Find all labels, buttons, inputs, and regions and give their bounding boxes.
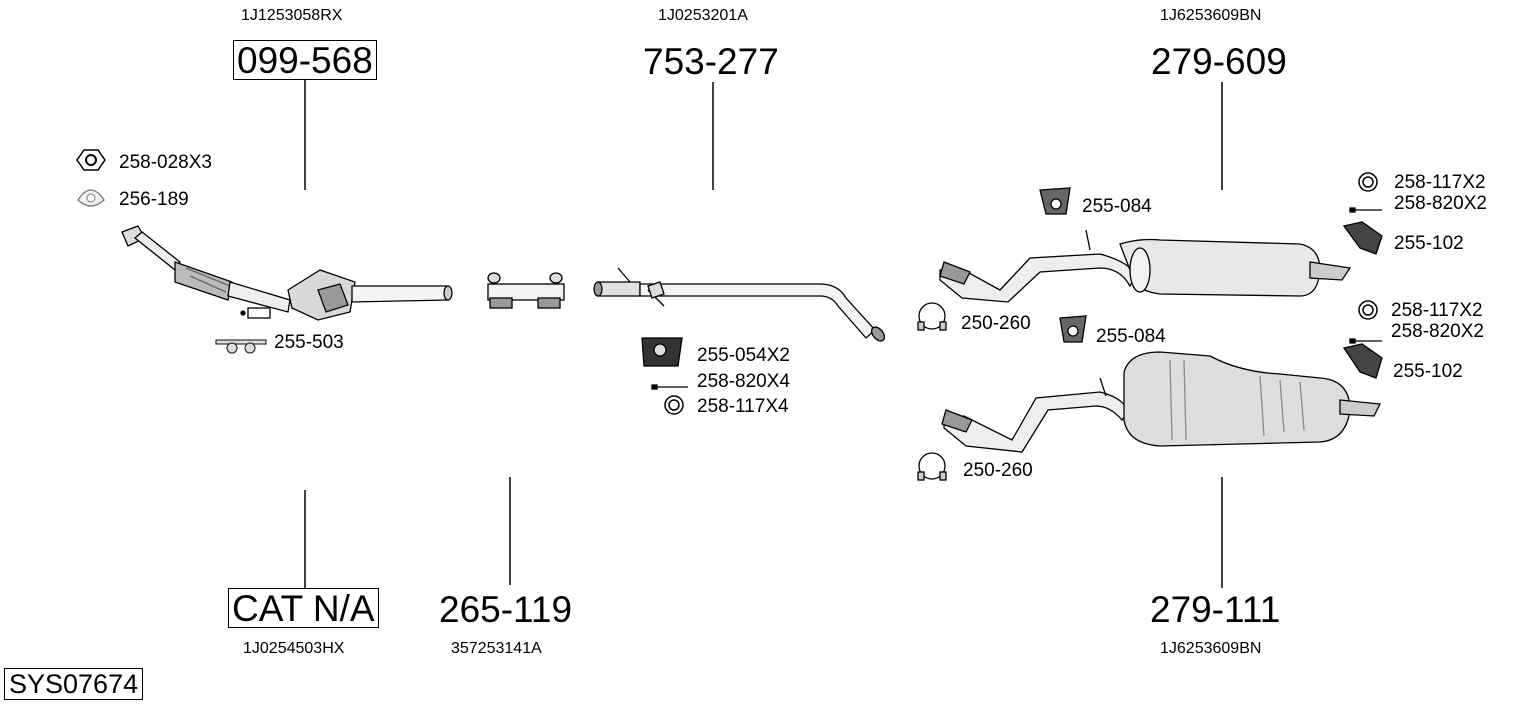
oem-rear-silencer-top: 1J6253609BN (1160, 7, 1262, 24)
front-pipe-icon (121, 225, 453, 321)
oem-middle-pipe: 1J0253201A (658, 7, 748, 24)
oem-catalyst: 1J0254503HX (243, 640, 345, 657)
oem-rear-silencer-bottom: 1J6253609BN (1160, 640, 1262, 657)
bottom-right-bracket-icon (1342, 343, 1383, 379)
part-front-pipe: 099-568 (233, 40, 377, 80)
acc-top-right-bolt: 258-820X2 (1394, 193, 1487, 214)
bottom-clamp-icon (917, 452, 947, 481)
acc-bottom-right-bracket: 255-102 (1393, 361, 1463, 382)
bottom-right-ring-icon (1358, 300, 1378, 320)
acc-bottom-clamp: 250-260 (963, 460, 1033, 481)
bottom-right-bolt-icon (1349, 338, 1382, 344)
part-catalyst: CAT N/A (228, 588, 379, 628)
connector-icon (487, 272, 565, 309)
bottom-rubber-icon (1059, 315, 1087, 343)
acc-bottom-rubber: 255-084 (1096, 326, 1166, 347)
middle-ring-icon (664, 395, 684, 415)
rear-silencer-bottom-icon (941, 351, 1382, 453)
acc-middle-mount: 255-054X2 (697, 345, 790, 366)
acc-middle-bolt: 258-820X4 (697, 371, 790, 392)
part-rear-silencer-bottom: 279-111 (1150, 589, 1281, 630)
acc-bottom-right-bolt: 258-820X2 (1391, 321, 1484, 342)
acc-top-right-bracket: 255-102 (1394, 233, 1464, 254)
part-rear-silencer-top: 279-609 (1151, 41, 1287, 82)
part-connector: 265-119 (439, 589, 573, 630)
system-code: SYS07674 (4, 668, 144, 700)
front-mount-icon (215, 339, 267, 354)
middle-mount-icon (641, 337, 683, 367)
top-right-bolt-icon (1349, 207, 1382, 213)
nut-icon (76, 149, 106, 171)
top-clamp-icon (917, 302, 947, 331)
acc-top-rubber: 255-084 (1082, 196, 1152, 217)
part-middle-pipe: 753-277 (643, 41, 779, 82)
acc-bottom-right-ring: 258-117X2 (1391, 300, 1483, 321)
acc-top-right-ring: 258-117X2 (1394, 172, 1486, 193)
acc-top-clamp: 250-260 (961, 313, 1031, 334)
rear-silencer-top-icon (939, 229, 1352, 303)
oem-connector: 357253141A (451, 640, 542, 657)
middle-bolt-icon (651, 384, 688, 390)
middle-pipe-icon (593, 267, 886, 342)
oem-front-pipe: 1J1253058RX (241, 7, 343, 24)
acc-middle-ring: 258-117X4 (697, 396, 789, 417)
acc-nut: 258-028X3 (119, 152, 212, 173)
top-rubber-icon (1039, 187, 1071, 215)
acc-gasket: 256-189 (119, 189, 189, 210)
top-right-ring-icon (1358, 172, 1378, 192)
top-right-bracket-icon (1342, 221, 1383, 255)
acc-front-mount: 255-503 (274, 332, 344, 353)
